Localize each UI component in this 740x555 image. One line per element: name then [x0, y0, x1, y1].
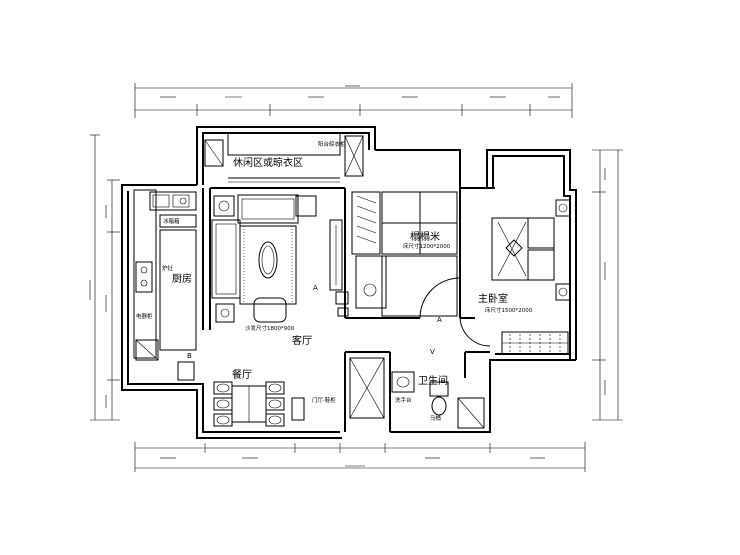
master-bedroom-label: 主卧室 [478, 292, 508, 305]
tatami-note: 床尺寸1200*2000 [403, 242, 451, 250]
entry-cabinet-note: 门厅·鞋柜 [312, 396, 336, 404]
bottom-dimensions [134, 442, 586, 472]
balcony-note: 阳台晾衣柜 [318, 140, 346, 148]
left-dimensions [89, 134, 120, 421]
bathroom-label: 卫生间 [418, 374, 448, 387]
top-dimensions [134, 83, 573, 118]
stove-note: 炉灶 [162, 264, 174, 272]
marker-v: V [430, 348, 435, 356]
living-room: 客厅 沙发尺寸1800*900 A [211, 194, 343, 347]
closet [335, 191, 461, 319]
tatami: 榻榻米 床尺寸1200*2000 A [381, 191, 458, 324]
toilet-note: 马桶 [430, 414, 442, 422]
master-bedroom: 主卧室 床尺寸1500*2000 [459, 199, 571, 355]
dining-room-label: 餐厅 [232, 368, 252, 381]
leisure-area: 休闲区或晾衣区 阳台晾衣柜 [204, 132, 364, 183]
right-dimensions [592, 149, 623, 421]
fridge-note: 冰箱箱 [163, 217, 180, 225]
bathroom: 卫生间 洗手台 马桶 V [349, 348, 485, 429]
bed-note: 床尺寸1500*2000 [485, 306, 533, 314]
cabinet-note: 电器柜 [136, 312, 153, 320]
marker-b: B [187, 352, 192, 360]
leisure-area-label: 休闲区或晾衣区 [233, 156, 303, 169]
kitchen-label: 厨房 [172, 272, 192, 285]
kitchen: 厨房 冰箱箱 电器柜 炉灶 [133, 189, 197, 361]
marker-a-1: A [313, 284, 318, 292]
living-room-label: 客厅 [292, 334, 312, 347]
sink-note: 洗手台 [395, 396, 412, 404]
dining-room: 餐厅 门厅·鞋柜 [177, 361, 336, 427]
tatami-label: 榻榻米 [410, 230, 440, 243]
marker-a-2: A [437, 316, 442, 324]
sofa-note: 沙发尺寸1800*900 [245, 324, 295, 332]
